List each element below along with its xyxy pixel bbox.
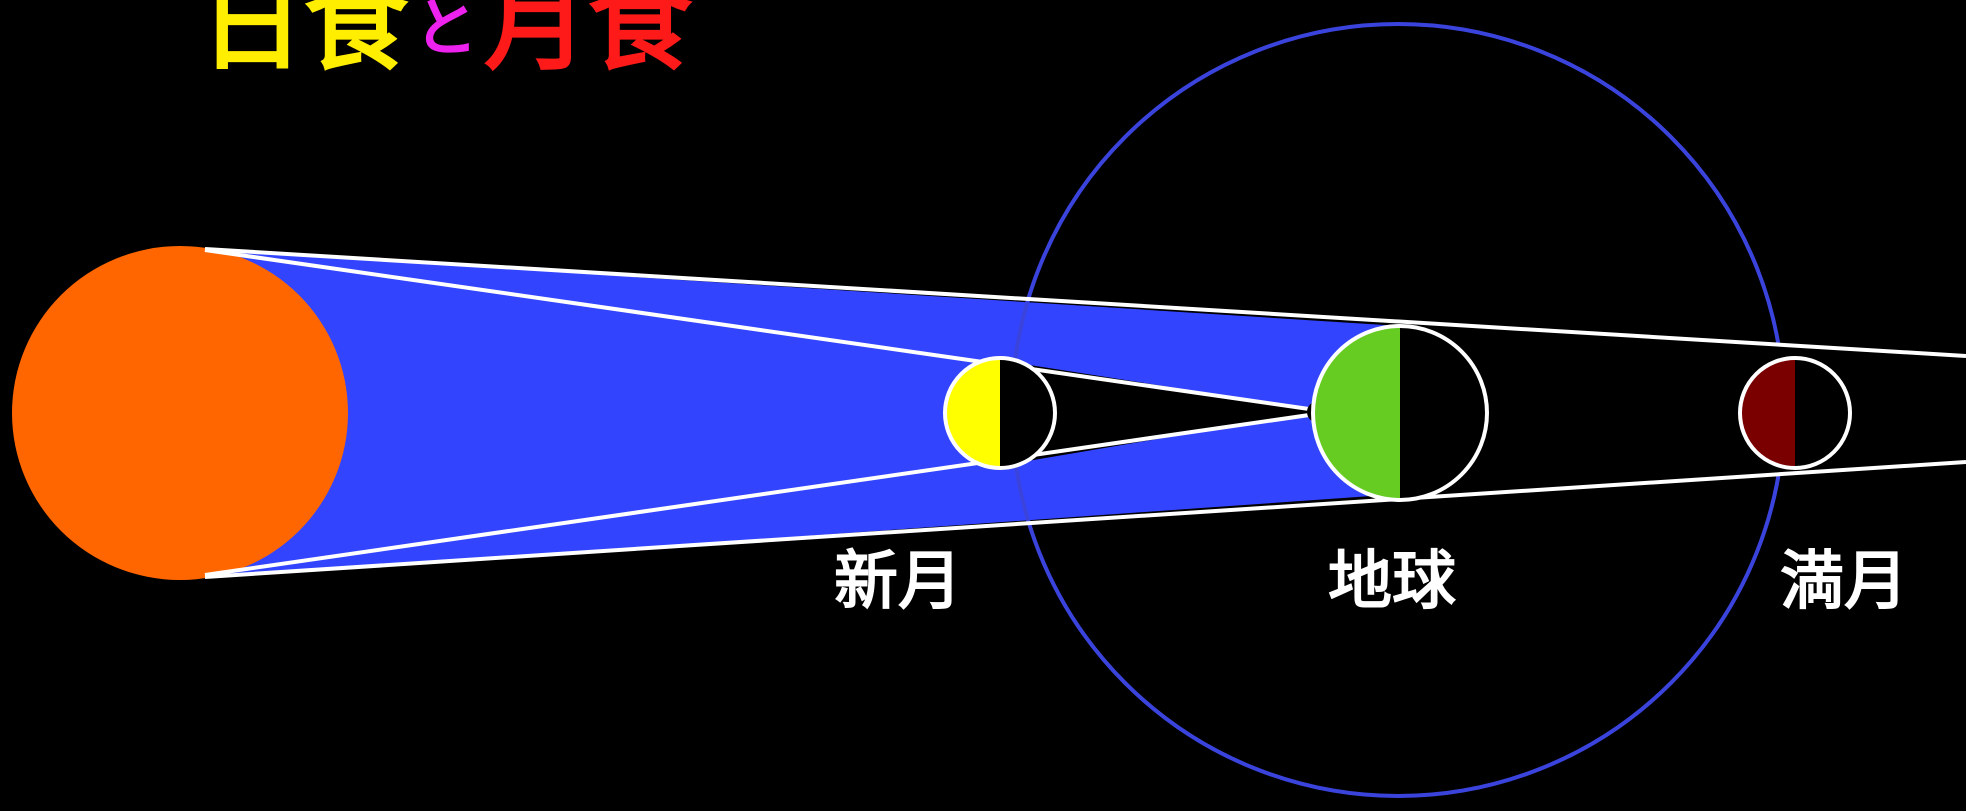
full-moon-red-side (1740, 358, 1795, 468)
full-moon-dark-side (1795, 358, 1850, 468)
new-moon-outline (943, 356, 1057, 470)
label-earth: 地球 (1328, 545, 1456, 619)
label-new-moon: 新月 (834, 545, 962, 619)
page-title: 日食と月食 (200, 0, 692, 76)
sun (12, 246, 348, 580)
tangent-lines (204, 247, 1966, 579)
title-conjunction: と (414, 0, 479, 66)
earth-outline (1311, 324, 1489, 502)
inner-tangent-top (204, 248, 1324, 413)
new-moon-dark-side (1000, 358, 1055, 468)
earth (1311, 324, 1489, 502)
moon-umbra (998, 360, 1323, 466)
full-moon (1738, 356, 1852, 470)
title-solar-eclipse: 日食 (200, 0, 409, 85)
earth-lit-side (1313, 326, 1400, 500)
inner-tangent-bottom (204, 411, 1324, 577)
sunlight-cone (180, 248, 1400, 580)
outer-tangent-bottom (204, 460, 1966, 579)
outer-tangent-top (204, 247, 1966, 358)
full-moon-outline (1738, 356, 1852, 470)
title-lunar-eclipse: 月食 (484, 0, 693, 85)
new-moon (943, 356, 1057, 470)
label-full-moon: 満月 (1780, 545, 1908, 619)
earth-dark-side (1400, 326, 1487, 500)
new-moon-lit-side (945, 358, 1000, 468)
